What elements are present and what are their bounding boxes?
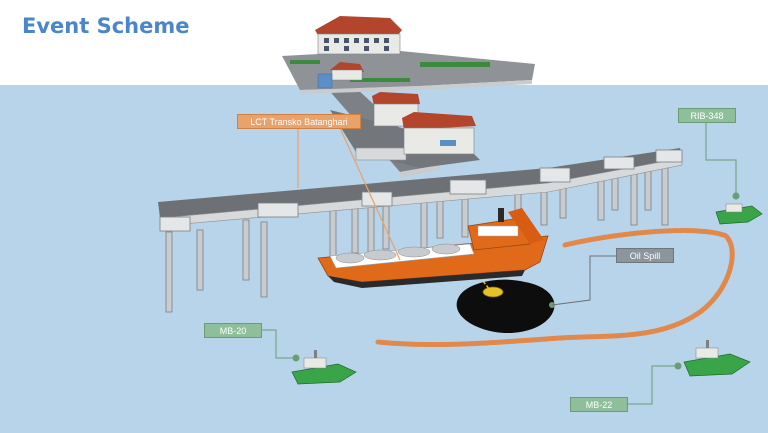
leader-mb22-dot — [675, 363, 682, 370]
label-mb-20: MB-20 — [204, 323, 262, 338]
label-oil-spill: Oil Spill — [616, 248, 674, 263]
label-rib-348: RIB-348 — [678, 108, 736, 123]
label-lct-transko-batanghari: LCT Transko Batanghari — [237, 114, 361, 129]
leader-rib-dot — [733, 193, 740, 200]
label-mb-22: MB-22 — [570, 397, 628, 412]
building-icon — [315, 16, 402, 54]
leader-mb20-dot — [293, 355, 300, 362]
page-title: Event Scheme — [22, 14, 189, 38]
